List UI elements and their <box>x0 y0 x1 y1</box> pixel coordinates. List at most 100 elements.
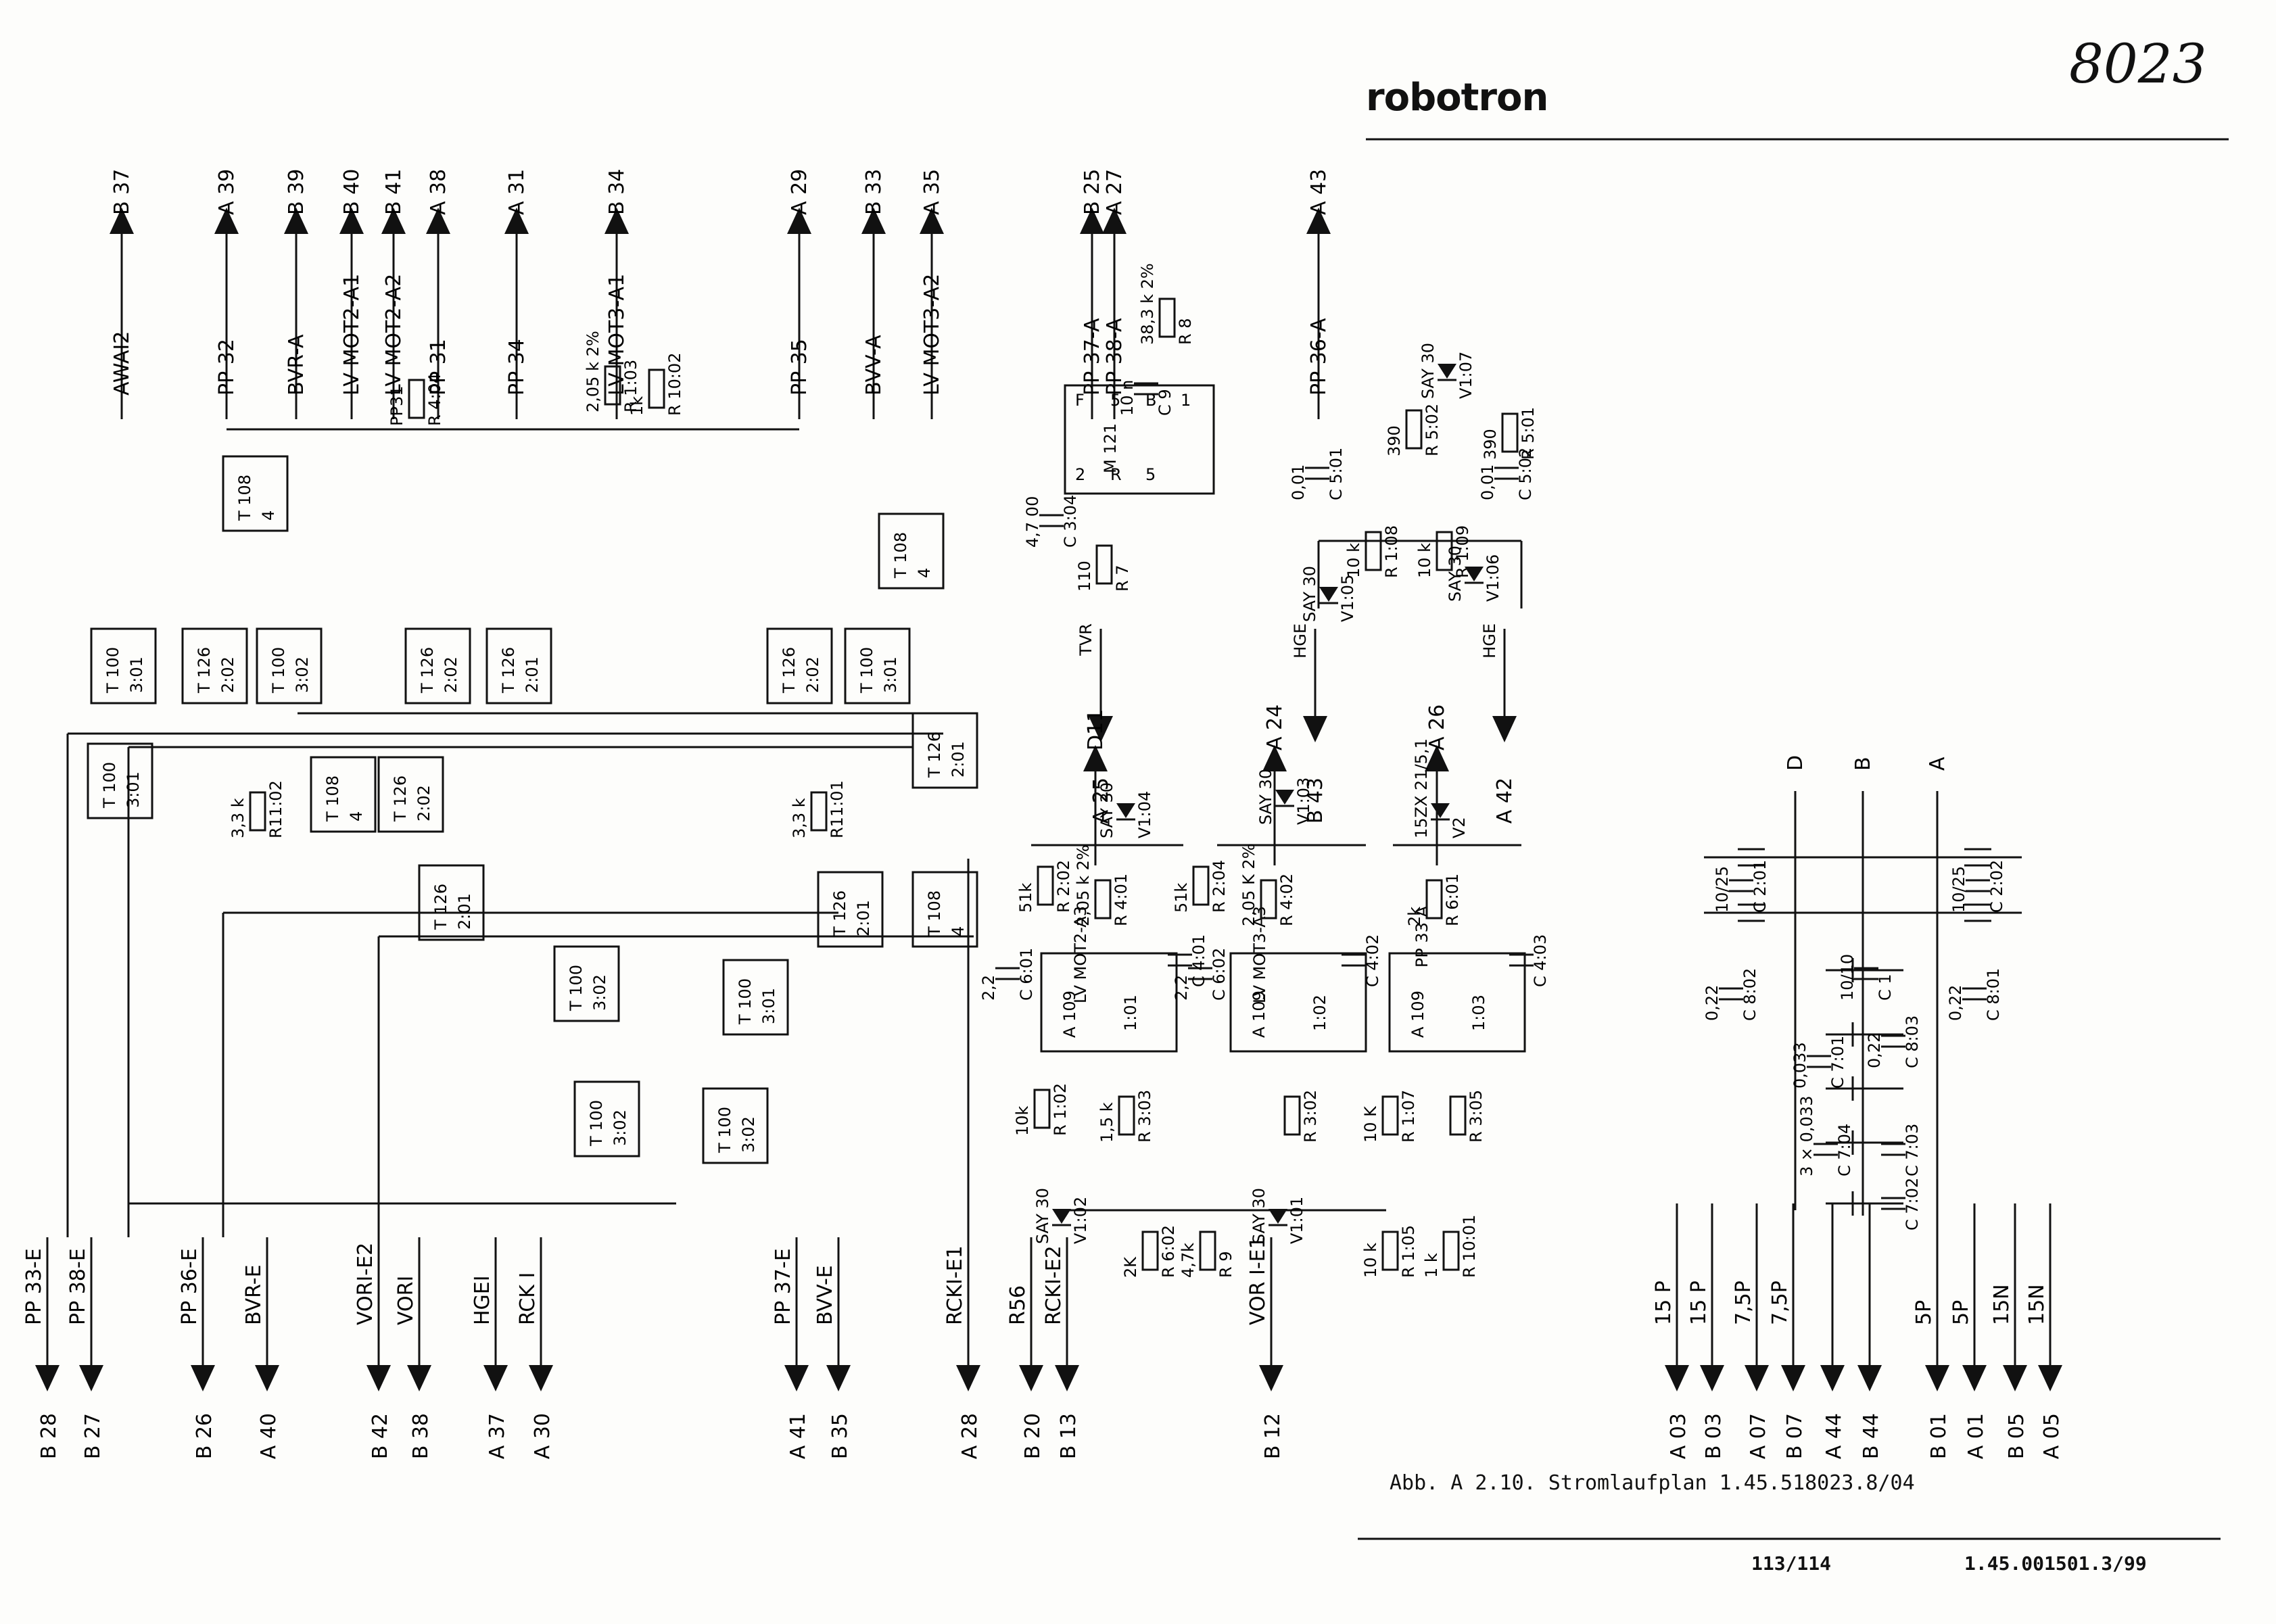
component-value-label: 51k <box>1172 882 1191 913</box>
bottom-terminal-net-label: PP 36-E <box>178 1248 201 1325</box>
component-value-label: 390 <box>1385 425 1404 456</box>
component-value-label: 10 k <box>1344 543 1363 578</box>
opamp-box <box>1388 952 1526 1053</box>
component-value-label: SAY 30 <box>1033 1188 1052 1244</box>
gate-ref-label: 2:01 <box>854 900 873 936</box>
component-ref-label: R 5:02 <box>1423 404 1442 456</box>
logic-gate-box <box>702 1087 769 1164</box>
opamp-type-label: A 109 <box>1060 990 1079 1038</box>
gate-ref-label: 3:02 <box>739 1116 758 1153</box>
component-ref-label: V1:01 <box>1287 1197 1306 1244</box>
top-terminal-net-label: LV MOT2-A2 <box>382 274 406 396</box>
resistor-symbol <box>1037 865 1054 906</box>
gate-type-label: T 126 <box>431 884 450 930</box>
component-ref-label: R 6:01 <box>1443 874 1462 926</box>
component-ref-label: C 5:02 <box>1516 448 1535 500</box>
component-ref-label: R 9 <box>1216 1251 1235 1278</box>
diode-symbol <box>1319 587 1338 602</box>
mid-terminal-pin-label: D11 <box>1084 709 1108 750</box>
component-value-label: 3,3 k <box>790 798 809 838</box>
component-ref-label: R 2:04 <box>1210 860 1229 913</box>
gate-ref-label: 4 <box>347 811 366 821</box>
power-terminal-pin-label: B 05 <box>2005 1413 2029 1459</box>
opamp-box <box>1229 952 1367 1053</box>
component-value-label: 2,05 k 2% <box>1074 844 1093 926</box>
bottom-terminal-net-label: RCKI-E2 <box>1042 1245 1066 1325</box>
component-ref-label: R 4:04 <box>425 373 444 426</box>
power-terminal-pin-label: B 07 <box>1783 1413 1807 1459</box>
component-value-label: 2,05 K 2% <box>1239 843 1258 926</box>
top-terminal-net-label: PP 34 <box>505 339 529 396</box>
bottom-terminal-pin-label: A 40 <box>257 1413 281 1459</box>
gate-type-label: T 100 <box>736 978 755 1025</box>
logic-gate-box <box>377 756 444 833</box>
bottom-terminal-net-label: VOR I-E1 <box>1246 1236 1270 1325</box>
component-ref-label: R 1:03 <box>621 360 640 412</box>
mid-terminal-net-label: HGE <box>1291 623 1310 659</box>
resistor-symbol <box>604 365 621 406</box>
top-terminal-pin-label: A 35 <box>920 169 944 215</box>
logic-gate-box <box>90 627 157 704</box>
resistor-symbol <box>1501 412 1519 453</box>
component-value-label: 2,2 <box>1172 975 1191 1001</box>
power-terminal-pin-label: A 01 <box>1964 1413 1988 1459</box>
logic-gate-box <box>844 627 911 704</box>
bottom-terminal-pin-label: A 41 <box>786 1413 810 1459</box>
component-ref-label: R 1:08 <box>1382 525 1401 578</box>
logic-gate-box <box>911 871 978 948</box>
component-ref-label: C 4:01 <box>1189 934 1208 987</box>
mid-terminal-net-label: LV MOT3-A3 <box>1250 906 1269 1003</box>
logic-gate-box <box>485 627 552 704</box>
power-terminal-net-label: 7,5P <box>1768 1281 1792 1325</box>
gate-type-label: T 100 <box>587 1100 606 1147</box>
component-ref-label: C 8:02 <box>1740 968 1759 1021</box>
top-terminal-net-label: LV MOT3-A2 <box>920 274 944 396</box>
gate-ref-label: 2:01 <box>455 893 474 930</box>
component-ref-label: C 1 <box>1876 974 1895 1001</box>
top-terminal-pin-label: B 34 <box>605 169 629 215</box>
resistor-symbol <box>1118 1095 1135 1136</box>
logic-gate-box <box>911 712 978 789</box>
opamp-type-label: A 109 <box>1408 990 1427 1038</box>
resistor-symbol <box>1199 1231 1216 1271</box>
monoflop-pin-label: B <box>1145 391 1156 410</box>
logic-gate-box <box>222 455 289 532</box>
component-ref-label: C 4:02 <box>1363 934 1382 987</box>
component-ref-label: C 4:03 <box>1531 934 1550 987</box>
gate-ref-label: 2:01 <box>949 741 968 778</box>
resistor-symbol <box>1381 1231 1399 1271</box>
logic-gate-box <box>878 512 945 590</box>
top-terminal-net-label: PP 31 <box>427 339 450 396</box>
component-value-label: 1 k <box>1422 1253 1441 1278</box>
component-value-label: 10/25 <box>1713 866 1732 913</box>
monoflop-type-label: M 121 <box>1101 423 1120 473</box>
component-ref-label: V1:07 <box>1456 352 1475 399</box>
gate-ref-label: 3:01 <box>124 771 143 808</box>
power-terminal-net-label: 15 P <box>1652 1281 1676 1325</box>
gate-ref-label: 4 <box>259 510 278 521</box>
component-ref-label: V1:02 <box>1071 1197 1090 1244</box>
top-terminal-pin-label: B 41 <box>382 169 406 215</box>
component-ref-label: R 2:02 <box>1054 860 1073 913</box>
opamp-ref-label: 1:01 <box>1121 995 1140 1031</box>
gate-type-label: T 126 <box>195 647 214 694</box>
bottom-terminal-net-label: RCKI-E1 <box>943 1245 967 1325</box>
component-ref-label: C 5:01 <box>1327 448 1346 500</box>
component-ref-label: C 6:01 <box>1017 948 1036 1001</box>
gate-ref-label: 2:02 <box>414 785 433 821</box>
mid-terminal-net-label: LV MOT2-A3 <box>1071 906 1090 1003</box>
component-value-label: 0,22 <box>1946 985 1965 1021</box>
component-value-label: 3,3 k <box>229 798 247 838</box>
top-terminal-net-label: AWAI2 <box>110 331 134 396</box>
component-ref-label: R 4:01 <box>1112 874 1131 926</box>
component-value-label: SAY 30 <box>1256 769 1275 825</box>
power-terminal-net-label: 5P <box>1949 1300 1973 1325</box>
gate-type-label: T 100 <box>103 647 122 694</box>
bottom-terminal-pin-label: A 30 <box>531 1413 554 1459</box>
bottom-terminal-net-label: PP 33-E <box>22 1248 46 1325</box>
figure-caption: Abb. A 2.10. Stromlaufplan 1.45.518023.8… <box>1390 1471 1915 1495</box>
